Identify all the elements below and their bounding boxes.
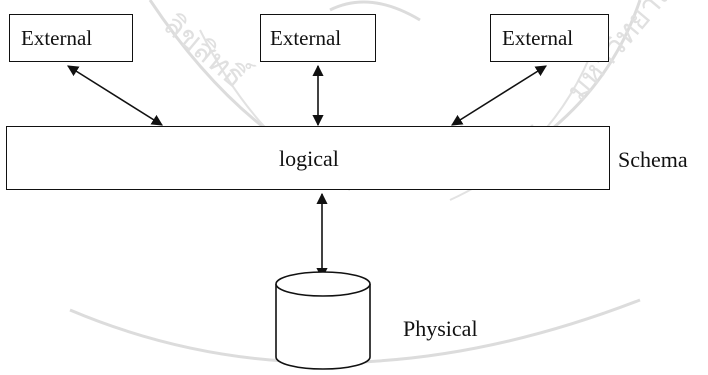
- schema-label: Schema: [618, 147, 688, 172]
- external-view-label: External: [502, 26, 574, 50]
- arrow-external-1-logical: [67, 65, 163, 126]
- external-view-box-3: External: [490, 14, 609, 62]
- external-view-box-1: External: [9, 14, 133, 62]
- external-view-label: External: [21, 26, 93, 50]
- external-view-label: External: [270, 26, 342, 50]
- logical-label: logical: [279, 146, 339, 171]
- external-view-box-2: External: [260, 14, 376, 62]
- logical-schema-box: [6, 126, 610, 190]
- physical-storage-cylinder: [275, 271, 371, 370]
- arrow-external-3-logical: [451, 65, 547, 126]
- physical-label: Physical: [403, 316, 478, 341]
